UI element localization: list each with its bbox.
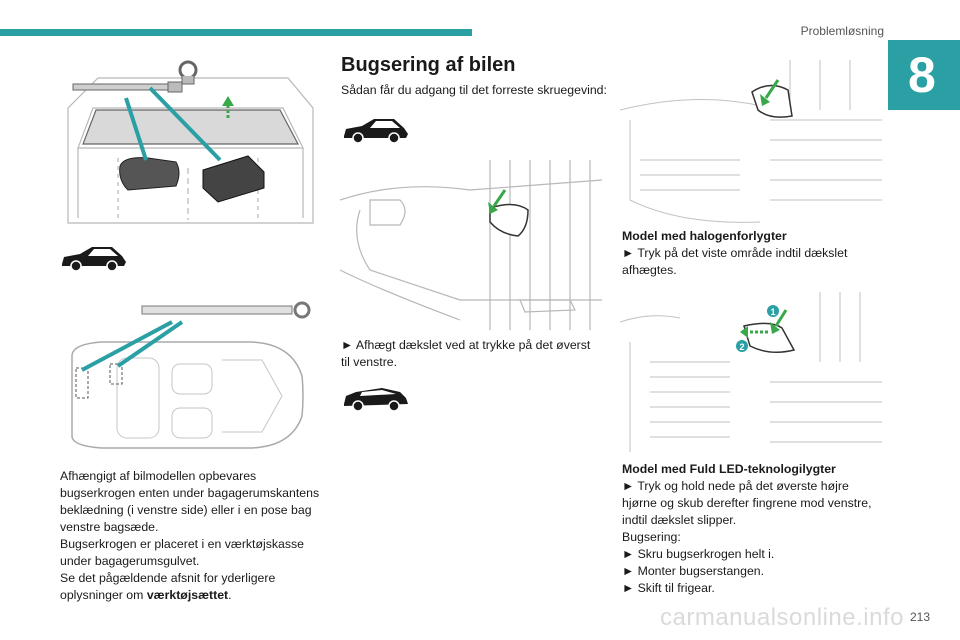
car-silhouette-icon bbox=[344, 388, 408, 412]
arrow-icon bbox=[760, 79, 780, 106]
chapter-badge: 8 bbox=[888, 40, 960, 110]
arrow-icon bbox=[740, 309, 788, 338]
callout-2-badge bbox=[736, 340, 748, 352]
text-line: ► Tryk og hold nede på det øverste højre bbox=[622, 479, 849, 493]
arrow-icon bbox=[222, 96, 234, 118]
text-line: ► Afhægt dækslet ved at trykke på det øv… bbox=[341, 338, 591, 352]
arrow-icon bbox=[488, 189, 507, 214]
text-line: afhægtes. bbox=[622, 263, 677, 277]
halogen-title: Model med halogenforlygter bbox=[622, 229, 787, 243]
halogen-grille-illustration bbox=[620, 60, 882, 223]
toolkit-reference[interactable]: værktøjsættet bbox=[146, 588, 229, 602]
tow-hook-icon bbox=[72, 60, 198, 93]
text-prefix: oplysninger om bbox=[60, 588, 147, 602]
front-bumper-illustration bbox=[340, 160, 602, 330]
text-line: beklædning (i venstre side) eller i en p… bbox=[60, 503, 312, 517]
text-line: ► Monter bugserstangen. bbox=[622, 564, 765, 578]
text-line: bugserkrogen enten under bagagerumskante… bbox=[60, 486, 320, 500]
text-line: venstre bagsæde. bbox=[60, 520, 159, 534]
car-top-view-illustration bbox=[71, 301, 311, 449]
callout-1-badge bbox=[767, 305, 779, 317]
car-silhouette-icon bbox=[344, 119, 408, 144]
header-accent-bar bbox=[0, 29, 472, 36]
text-line: under bagagerumsgulvet. bbox=[60, 554, 200, 568]
unhook-instruction: ► Afhægt dækslet ved at trykke på det øv… bbox=[341, 337, 611, 371]
text-line: ► Skift til frigear. bbox=[622, 581, 715, 595]
text-suffix: . bbox=[228, 588, 232, 602]
text-line: Se det pågældende afsnit for yderligere bbox=[60, 571, 276, 585]
text-line: ► Skru bugserkrogen helt i. bbox=[622, 547, 775, 561]
page-heading: Bugsering af bilen bbox=[341, 54, 516, 76]
text-line: Bugsering: bbox=[622, 530, 681, 544]
led-title: Model med Fuld LED-teknologilygter bbox=[622, 462, 836, 476]
text-line: til venstre. bbox=[341, 355, 398, 369]
text-line: hjørne og skub derefter fingrene mod ven… bbox=[622, 496, 872, 510]
text-line-last: oplysninger om værktøjsættet. bbox=[60, 587, 330, 604]
trunk-illustration bbox=[67, 60, 314, 224]
text-line: Bugserkrogen er placeret i en værktøjska… bbox=[60, 537, 304, 551]
text-line: Afhængigt af bilmodellen opbevares bbox=[60, 469, 257, 483]
led-grille-illustration: 1 2 bbox=[620, 292, 882, 452]
halogen-section: Model med halogenforlygter ► Tryk på det… bbox=[622, 228, 892, 279]
text-line: indtil dækslet slipper. bbox=[622, 513, 737, 527]
storage-description: Afhængigt af bilmodellen opbevares bugse… bbox=[60, 468, 330, 604]
callout-1-label: 1 bbox=[770, 307, 775, 317]
text-line: ► Tryk på det viste område indtil dæksle… bbox=[622, 246, 848, 260]
intro-text: Sådan får du adgang til det forreste skr… bbox=[341, 83, 607, 97]
led-section: Model med Fuld LED-teknologilygter ► Try… bbox=[622, 461, 902, 597]
tow-hook-icon bbox=[141, 301, 311, 319]
page-number: 213 bbox=[909, 610, 930, 624]
watermark: carmanualsonline.info bbox=[660, 604, 904, 631]
car-silhouette-icon bbox=[62, 247, 126, 272]
callout-2-label: 2 bbox=[739, 342, 744, 352]
section-title: Problemløsning bbox=[800, 24, 884, 38]
